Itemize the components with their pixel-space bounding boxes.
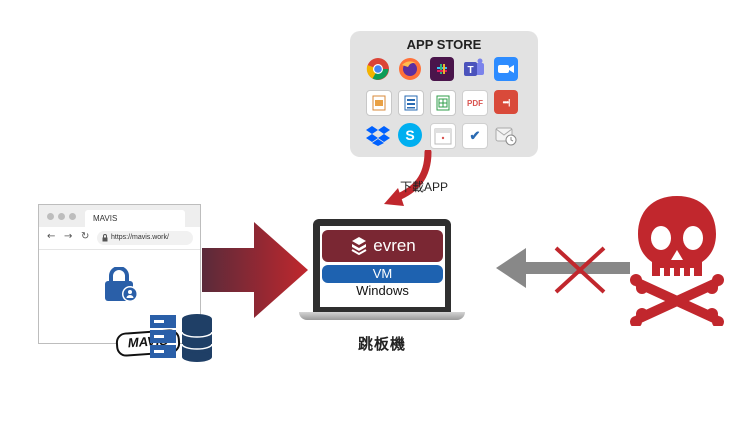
connect-arrow-icon <box>202 222 308 318</box>
download-app-label: 下載APP <box>400 180 449 194</box>
browser-tab[interactable]: MAVIS <box>85 210 185 227</box>
chrome-icon[interactable] <box>366 57 390 81</box>
vm-bar[interactable]: VM <box>322 265 443 283</box>
window-close-dot[interactable] <box>47 213 54 220</box>
browser-nav-bar: ← → ↻ https://mavis.work/ <box>39 227 200 250</box>
window-minimize-dot[interactable] <box>58 213 65 220</box>
email-clock-icon[interactable] <box>494 123 518 147</box>
app-store-panel: APP STORE T PDF •••| S ✔ <box>350 31 538 157</box>
browser-title-bar: MAVIS <box>39 205 200 227</box>
messaging-app-icon[interactable]: •••| <box>494 90 518 114</box>
user-lock-icon <box>105 267 138 302</box>
laptop-base <box>299 312 465 320</box>
url-bar[interactable]: https://mavis.work/ <box>97 231 193 245</box>
reload-icon[interactable]: ↻ <box>81 231 90 242</box>
forward-icon[interactable]: → <box>64 231 73 242</box>
skype-icon[interactable]: S <box>398 123 422 147</box>
evren-app-bar[interactable]: evren <box>322 230 443 262</box>
libreoffice-writer-icon[interactable] <box>398 90 424 116</box>
pdf-icon[interactable]: PDF <box>462 90 488 116</box>
skull-crossbones-icon <box>630 196 724 326</box>
checklist-icon[interactable]: ✔ <box>462 123 488 149</box>
lock-small-icon <box>102 234 108 242</box>
evren-logo-icon <box>351 237 367 256</box>
blocked-arrow-icon <box>496 248 630 288</box>
back-icon[interactable]: ← <box>47 231 56 242</box>
app-store-title: APP STORE <box>406 37 482 52</box>
dropbox-icon[interactable] <box>366 123 390 147</box>
teams-icon[interactable]: T <box>462 57 486 81</box>
slack-icon[interactable] <box>430 57 454 81</box>
libreoffice-impress-icon[interactable] <box>366 90 392 116</box>
libreoffice-calc-icon[interactable] <box>430 90 456 116</box>
firefox-icon[interactable] <box>398 57 422 81</box>
zoom-icon[interactable] <box>494 57 518 81</box>
server-database-icon <box>150 314 213 362</box>
calendar-icon[interactable] <box>430 123 456 149</box>
windows-label: Windows <box>356 283 409 298</box>
window-maximize-dot[interactable] <box>69 213 76 220</box>
jump-server-label: 跳板機 <box>357 335 406 353</box>
svg-text:T: T <box>467 65 473 76</box>
download-arrow-icon <box>384 150 432 206</box>
block-x-icon <box>554 246 606 294</box>
url-text: https://mavis.work/ <box>111 234 169 241</box>
evren-label: evren <box>373 236 416 255</box>
